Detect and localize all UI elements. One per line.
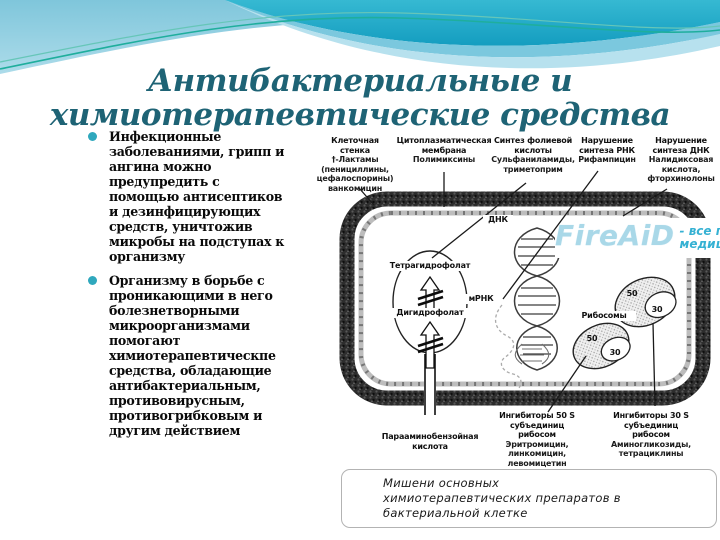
label-drugs: Эритромицин, линкомицин, левомицетин bbox=[505, 439, 569, 468]
bullet-icon bbox=[88, 132, 97, 141]
watermark-tagline: - все по медицине. bbox=[680, 218, 720, 251]
slide-title-line1: Антибактериальные и bbox=[147, 63, 573, 99]
watermark-tagline-line2: медицине. bbox=[679, 237, 720, 251]
inhibition-mark-upper bbox=[417, 289, 444, 307]
watermark: FireAiD - все по медицине. bbox=[555, 218, 720, 258]
list-item: Организму в борьбе с проникающими в него… bbox=[88, 273, 292, 438]
banner-teal-wave bbox=[225, 0, 720, 46]
slide-title-line2: химиотерапевтические средства bbox=[49, 97, 671, 133]
label-folate-synthesis: Синтез фолиевой кислоты Сульфаниламиды, … bbox=[490, 136, 576, 174]
bullet-icon bbox=[88, 276, 97, 285]
label-50s-lower: 50 bbox=[586, 334, 598, 343]
label-dna: ДНК bbox=[483, 215, 513, 225]
label-mrna: мРНК bbox=[460, 294, 502, 304]
bullet-text: Организму в борьбе с проникающими в него… bbox=[109, 273, 276, 438]
label-cell-wall: Клеточная стенка †-Лактамы (пенициллины,… bbox=[315, 136, 395, 194]
banner-accent-line bbox=[0, 16, 720, 70]
mrna-ribosome-site bbox=[514, 343, 550, 365]
bullet-text: Инфекционные заболеваниями, грипп и анги… bbox=[109, 129, 285, 264]
label-ribosomes: Рибосомы bbox=[572, 311, 636, 321]
label-50s-upper: 50 bbox=[626, 289, 638, 298]
ribosome-lower bbox=[572, 322, 631, 370]
watermark-brand: FireAiD bbox=[555, 219, 675, 252]
caption-placeholder-box bbox=[341, 469, 717, 528]
banner-wave-graphic bbox=[0, 0, 720, 160]
label-inhibitors-50s: Ингибиторы 50 S субъединиц рибосом Эритр… bbox=[495, 411, 579, 469]
label-title: Клеточная стенка bbox=[331, 136, 379, 155]
paba-channel bbox=[424, 354, 436, 415]
label-dihydrofolate: Дигидрофолат bbox=[388, 308, 472, 318]
label-drugs: Налидиксовая кислота, фторхинолоны bbox=[647, 155, 715, 184]
mrna-strand bbox=[494, 304, 522, 389]
bacterial-cell-diagram: FireAiD - все по медицине. Клеточная сте… bbox=[315, 108, 720, 470]
label-drugs: Полимиксины bbox=[412, 155, 476, 165]
label-rna-synthesis: Нарушение синтеза РНК Рифампицин bbox=[575, 136, 639, 165]
watermark-tagline-line1: - все по bbox=[679, 224, 720, 238]
label-title: Нарушение синтеза РНК bbox=[579, 136, 635, 155]
figure-caption: Мишени основных химиотерапевтических пре… bbox=[383, 476, 621, 520]
label-drugs: Сульфаниламиды, триметоприм bbox=[491, 155, 575, 174]
inhibition-mark-lower bbox=[417, 336, 444, 354]
label-30s-lower: 30 bbox=[609, 348, 621, 357]
label-tetrahydrofolate: Тетрагидрофолат bbox=[388, 261, 472, 271]
label-membrane: Цитоплазматическая мембрана Полимиксины bbox=[394, 136, 494, 165]
folate-arrow-upper bbox=[419, 275, 441, 311]
label-drugs: Рифампицин bbox=[578, 155, 636, 165]
banner-band-light bbox=[225, 0, 720, 58]
label-title: Синтез фолиевой кислоты bbox=[494, 136, 572, 155]
label-30s-upper: 30 bbox=[651, 305, 663, 314]
label-title: Нарушение синтеза ДНК bbox=[652, 136, 710, 155]
label-dna-synthesis: Нарушение синтеза ДНК Налидиксовая кисло… bbox=[645, 136, 717, 184]
label-title: Ингибиторы 50 S субъединиц рибосом bbox=[499, 411, 575, 440]
label-title: Цитоплазматическая мембрана bbox=[396, 136, 492, 155]
banner-accent-line-2 bbox=[0, 11, 720, 63]
label-drugs: Аминогликозиды, тетрациклины bbox=[611, 439, 691, 459]
folate-arrow-lower bbox=[419, 320, 441, 369]
label-paba: Парааминобензойная кислота bbox=[381, 432, 479, 451]
label-inhibitors-30s: Ингибиторы 30 S субъединиц рибосом Амино… bbox=[609, 411, 693, 459]
label-title: Ингибиторы 30 S субъединиц рибосом bbox=[613, 411, 689, 440]
slide-title: Антибактериальные и химиотерапевтические… bbox=[0, 64, 720, 132]
list-item: Инфекционные заболеваниями, грипп и анги… bbox=[88, 129, 292, 264]
label-drugs: †-Лактамы (пенициллины, цефалоспорины) в… bbox=[316, 155, 394, 193]
bullet-list: Инфекционные заболеваниями, грипп и анги… bbox=[88, 129, 292, 447]
